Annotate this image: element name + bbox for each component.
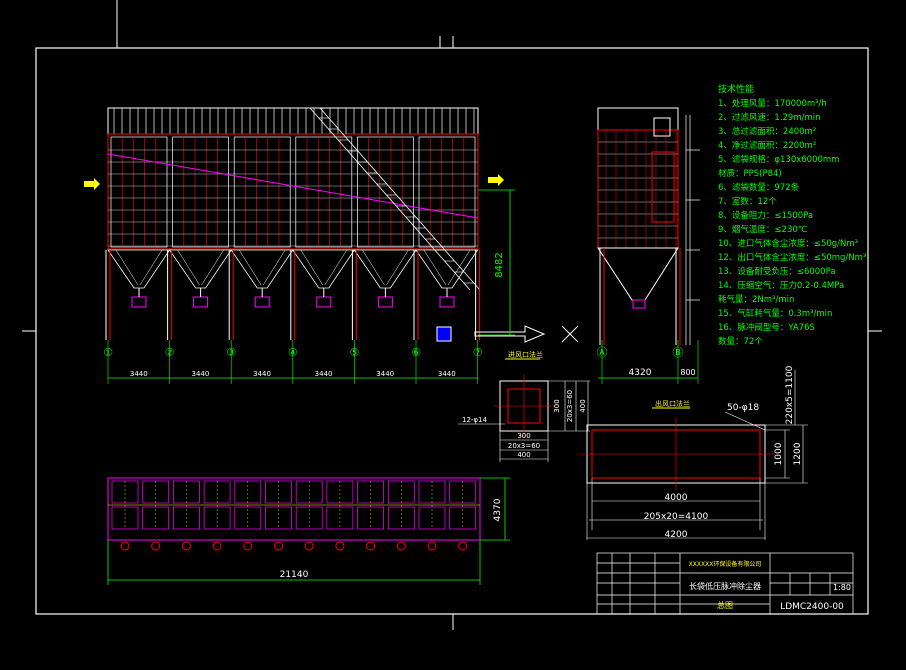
spec-item: 8、设备阻力：≤1500Pa (718, 210, 813, 221)
spec-item: 7、室数：12个 (718, 196, 777, 207)
inlet-dim-1: 300 (553, 399, 561, 412)
inlet-dim-5: 300 (517, 432, 530, 440)
spec-item: 12、出口气体含尘浓度：≤50mg/Nm³ (718, 252, 866, 263)
plan-view: 21140 4370 (107, 477, 510, 585)
spec-item: 16、脉冲阀型号：YA76S (718, 322, 815, 333)
front-axis-label: ① (103, 346, 113, 359)
front-axis-label: ② (165, 346, 175, 359)
outlet-dim-1: 4000 (665, 493, 688, 503)
plan-hopper-outlet (151, 541, 161, 551)
blue-marker (436, 326, 452, 342)
side-view: Ⓐ Ⓑ 4320 800 (597, 107, 700, 384)
spec-item: 3、总过滤面积：2400m² (718, 126, 816, 137)
outlet-dim-3: 4200 (665, 530, 688, 540)
plan-hopper-outlet (304, 541, 314, 551)
outlet-flange-detail: 出风口法兰 50-φ18 4000 205x20=4100 4200 1000 (580, 365, 808, 540)
hopper-valve (439, 296, 455, 308)
side-axis-label: Ⓑ (673, 346, 684, 359)
spec-item: 10、进口气体含尘浓度：≤50g/Nm³ (718, 238, 858, 249)
title-drawing-name: 长袋低压脉冲除尘器 (689, 581, 761, 591)
front-spacing-dim: 3440 (191, 370, 209, 378)
inlet-detail-title: 进风口法兰 (508, 350, 543, 359)
spec-item: 2、过滤风速：1.29m/min (718, 112, 821, 123)
plan-hopper-outlet (243, 541, 253, 551)
front-spacing-dim: 3440 (253, 370, 271, 378)
plan-hopper-outlet (366, 541, 376, 551)
front-spacing-dim: 3440 (315, 370, 333, 378)
inlet-dim-6: 20x3=60 (508, 442, 540, 450)
title-sheet-name: 总图 (717, 600, 733, 610)
title-block (596, 552, 854, 615)
side-width-dim: 4320 (629, 368, 652, 378)
spec-item: 1、处理风量：170000m³/h (718, 98, 827, 109)
side-valve (632, 299, 646, 309)
front-view: 8482 ① ② ③ ④ ⑤ ⑥ ⑦ 3440 3440 3440 3440 3440 3440 (84, 107, 579, 384)
drawing-frame (22, 0, 882, 630)
spec-item: 5、滤袋规格：φ130x6000mm (718, 154, 839, 165)
spec-item: 耗气量：2Nm³/min (718, 294, 794, 305)
plan-hopper-outlet (274, 541, 283, 551)
inlet-flange-detail: 进风口法兰 300 400 12-φ14 20x3=60 300 20x3=60… (458, 350, 590, 462)
plan-hopper-outlet (396, 541, 406, 551)
plan-hopper-outlet (212, 541, 222, 551)
spec-item: 6、滤袋数量：972条 (718, 182, 800, 193)
spec-item: 材质：PPS(P84) (718, 168, 782, 179)
plan-hopper-outlet (120, 541, 130, 551)
outlet-arrow-icon (488, 174, 504, 186)
front-height-dim: 8482 (494, 252, 505, 277)
front-axis-label: ⑤ (349, 346, 359, 359)
hopper-valve (131, 296, 147, 308)
spec-item: 14、压缩空气：压力0.2-0.4MPa (718, 280, 844, 291)
inlet-dim-4: 20x3=60 (566, 390, 574, 422)
hopper-valve (193, 296, 209, 308)
outlet-dim-2: 205x20=4100 (644, 512, 709, 522)
side-extra-dim: 800 (680, 368, 695, 377)
plan-hopper-outlet (335, 541, 345, 551)
outlet-dim-6: 220x5=1100 (785, 365, 795, 424)
tech-specs: 技术性能 1、处理风量：170000m³/h 2、过滤风速：1.29m/min 3、… (718, 83, 866, 347)
front-axis-label: ⑦ (473, 346, 483, 359)
hopper-valve (254, 296, 270, 308)
outlet-bolt-note: 50-φ18 (727, 403, 759, 413)
inlet-dim-7: 400 (517, 451, 530, 459)
front-axis-label: ⑥ (411, 346, 421, 359)
plan-width-dim: 21140 (280, 570, 309, 580)
inlet-arrow-icon (84, 178, 100, 190)
front-axis-label: ③ (226, 346, 236, 359)
outlet-detail-title: 出风口法兰 (655, 399, 690, 408)
title-company: XXXXXX环保设备有限公司 (689, 560, 762, 568)
plan-height-dim: 4370 (493, 498, 503, 521)
plan-hopper-outlet (181, 541, 191, 551)
outlet-dim-5: 1200 (793, 442, 803, 465)
spec-item: 15、气缸耗气量：0.3m³/min (718, 308, 832, 319)
front-spacing-dim: 3440 (130, 370, 148, 378)
front-spacing-dim: 3440 (438, 370, 456, 378)
plan-hopper-outlet (458, 541, 468, 551)
specs-title: 技术性能 (718, 83, 754, 95)
spec-item: 13、设备耐受负压：≤6000Pa (718, 266, 836, 277)
side-axis-label: Ⓐ (597, 346, 608, 359)
title-scale: 1:80 (833, 583, 851, 592)
front-axis-label: ④ (288, 346, 298, 359)
hopper-valve (377, 296, 393, 308)
front-spacing-dim: 3440 (376, 370, 394, 378)
spec-item: 数量：72个 (718, 336, 763, 347)
hopper-valve (316, 296, 332, 308)
outlet-dim-4: 1000 (774, 442, 784, 465)
spec-item: 9、烟气温度：≤230℃ (718, 224, 808, 235)
inlet-dim-2: 400 (579, 399, 587, 412)
spec-item: 4、净过滤面积：2200m² (718, 140, 816, 151)
plan-hopper-outlet (427, 541, 437, 551)
title-drawing-number: LDMC2400-00 (780, 602, 844, 612)
inlet-dim-3: 12-φ14 (462, 416, 488, 424)
